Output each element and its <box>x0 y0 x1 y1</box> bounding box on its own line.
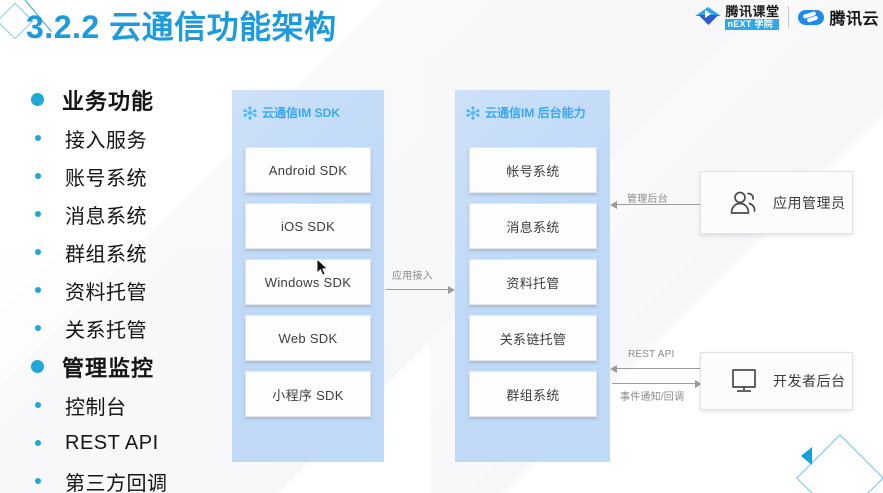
actor-label-app-admin: 应用管理员 <box>773 194 846 211</box>
bullet-item: REST API <box>18 424 218 462</box>
connector-label-rest-api: REST API <box>628 349 675 360</box>
bullet-item: 接入服务 <box>18 119 218 157</box>
connector-label-event-callback: 事件通知/回调 <box>620 392 685 403</box>
backend-card[interactable]: 消息系统 <box>469 203 597 249</box>
bullet-label: 账号系统 <box>65 167 147 190</box>
panel-sdk-header-label: 云通信IM SDK <box>262 106 341 120</box>
bullet-list: 业务功能 接入服务 账号系统 消息系统 群组系统 资料托管 关系托管 管理监控 <box>18 80 218 493</box>
bullet-dot <box>31 360 44 373</box>
backend-card[interactable]: 群组系统 <box>469 371 597 417</box>
bullet-item: 资料托管 <box>18 271 218 309</box>
bullet-dot <box>35 173 41 179</box>
connector-line-admin-console <box>617 204 702 205</box>
users-icon <box>730 191 756 214</box>
bullet-dot <box>35 211 41 217</box>
bullet-label: 第三方回调 <box>65 472 168 493</box>
backend-card[interactable]: 资料托管 <box>469 259 597 305</box>
sdk-card[interactable]: Android SDK <box>245 147 371 193</box>
panel-im-backend: 云通信IM 后台能力 帐号系统 消息系统 资料托管 关系链托管 群组系统 <box>455 90 610 462</box>
arrow-head-left-admin-console <box>610 201 617 209</box>
graduation-cap-play-icon <box>695 6 722 28</box>
connector-label-app-access: 应用接入 <box>392 271 433 282</box>
actor-box-app-admin[interactable]: 应用管理员 <box>700 171 853 234</box>
arrow-head-right-event-callback <box>695 380 702 388</box>
bullet-item: 关系托管 <box>18 309 218 347</box>
bullet-item: 第三方回调 <box>18 462 218 493</box>
bullet-item: 消息系统 <box>18 195 218 233</box>
bullet-item: 账号系统 <box>18 157 218 195</box>
logo-divider <box>788 6 790 28</box>
bullet-item: 管理监控 <box>18 347 218 386</box>
bullet-label: 业务功能 <box>62 88 155 114</box>
sdk-card[interactable]: 小程序 SDK <box>245 371 371 417</box>
actor-box-developer-backend[interactable]: 开发者后台 <box>700 352 853 410</box>
sdk-card[interactable]: Web SDK <box>245 315 371 361</box>
arrow-head-left-rest-api <box>610 365 617 373</box>
connector-line-event-callback <box>612 383 697 384</box>
bullet-dot <box>35 325 41 331</box>
bullet-dot <box>31 93 44 106</box>
cloud-icon <box>798 8 825 27</box>
panel-backend-header: 云通信IM 后台能力 <box>466 104 586 121</box>
connector-label-admin-console: 管理后台 <box>627 194 668 205</box>
logo-tencent-cloud: 腾讯云 <box>798 5 879 29</box>
panel-im-sdk: 云通信IM SDK Android SDK iOS SDK Windows SD… <box>232 90 384 462</box>
bullet-dot <box>35 249 41 255</box>
logo-bar: 腾讯课堂 nEXT 学院 腾讯云 <box>695 2 879 32</box>
sdk-card[interactable]: Windows SDK <box>245 259 371 305</box>
bullet-label: 关系托管 <box>65 319 147 342</box>
panel-sdk-header: 云通信IM SDK <box>243 104 340 121</box>
monitor-icon <box>732 369 756 392</box>
backend-card-list: 帐号系统 消息系统 资料托管 关系链托管 群组系统 <box>469 147 597 427</box>
logo-classroom-line1: 腾讯课堂 <box>725 3 780 19</box>
network-node-icon <box>243 105 257 120</box>
panel-backend-header-label: 云通信IM 后台能力 <box>485 106 586 120</box>
backend-card[interactable]: 关系链托管 <box>469 315 597 361</box>
bullet-label: 群组系统 <box>65 243 147 266</box>
bullet-dot <box>35 287 41 293</box>
bullet-dot <box>35 440 41 446</box>
bullet-label: REST API <box>65 431 159 454</box>
connector-line-rest-api <box>617 368 702 369</box>
bullet-item: 群组系统 <box>18 233 218 271</box>
logo-classroom-line2: nEXT 学院 <box>725 18 780 30</box>
bullet-label: 消息系统 <box>65 205 147 228</box>
bullet-label: 控制台 <box>65 396 127 419</box>
arrow-head-right-app-access <box>448 286 455 294</box>
network-node-icon <box>466 105 480 120</box>
logo-tencent-classroom: 腾讯课堂 nEXT 学院 <box>695 3 780 30</box>
logo-cloud-text: 腾讯云 <box>829 11 879 28</box>
bullet-label: 管理监控 <box>62 355 155 381</box>
bullet-dot <box>35 135 41 141</box>
bullet-label: 资料托管 <box>65 281 147 304</box>
bullet-item: 业务功能 <box>18 80 218 119</box>
sdk-card-list: Android SDK iOS SDK Windows SDK Web SDK … <box>245 147 371 427</box>
page-title: 3.2.2 云通信功能架构 <box>26 9 337 45</box>
bullet-item: 控制台 <box>18 386 218 424</box>
bullet-dot <box>35 402 41 408</box>
bullet-label: 接入服务 <box>65 129 147 152</box>
backend-card[interactable]: 帐号系统 <box>469 147 597 193</box>
actor-label-developer-backend: 开发者后台 <box>773 373 846 389</box>
bullet-dot <box>35 478 41 484</box>
sdk-card[interactable]: iOS SDK <box>245 203 371 249</box>
decorative-triangle-bottom-right <box>801 447 812 465</box>
connector-line-app-access <box>386 289 450 290</box>
